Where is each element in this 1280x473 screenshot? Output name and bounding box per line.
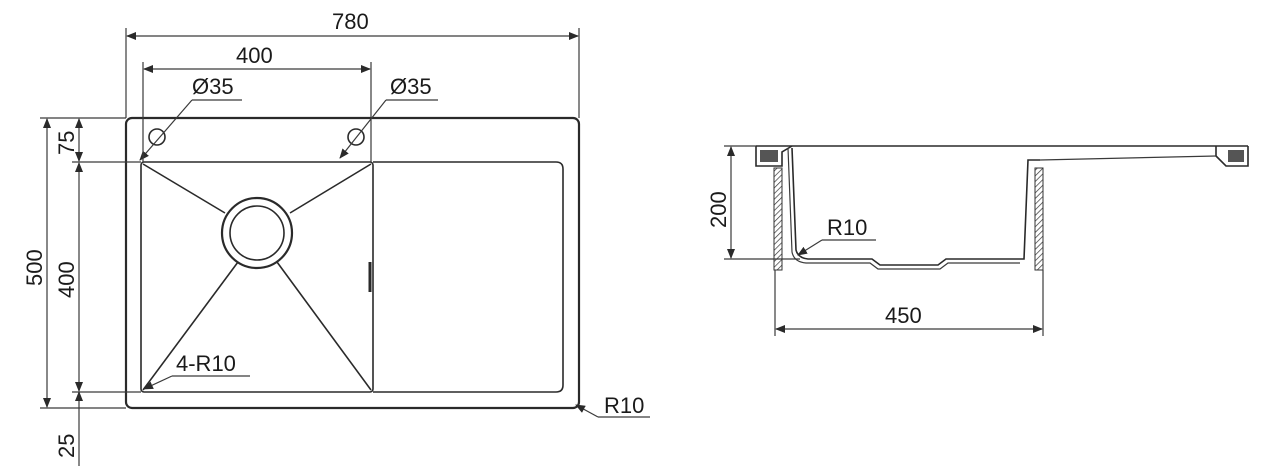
slope-line-bl xyxy=(142,261,239,391)
drainboard-slope xyxy=(1039,155,1217,161)
tap-hole-left-dia-label: Ø35 xyxy=(192,74,234,99)
overall-depth-label: 500 xyxy=(22,249,47,286)
tap-hole-right xyxy=(347,128,365,146)
cabinet-post-left xyxy=(773,167,783,271)
leader-tap-right xyxy=(339,99,387,159)
top-view: Ø35 Ø35 780 400 500 400 75 25 4-R10 xyxy=(22,9,650,466)
bowl-profile-inner xyxy=(787,147,1020,270)
tap-hole-left xyxy=(148,128,166,146)
bowl-outline xyxy=(140,161,374,393)
section-view: 200 R10 450 xyxy=(706,145,1249,336)
leader-bowl-radius xyxy=(143,375,173,390)
bowl-depth-label: 400 xyxy=(54,261,79,298)
sink-outline xyxy=(124,116,581,410)
back-margin-label: 75 xyxy=(54,131,79,155)
left-clip xyxy=(760,150,778,162)
front-margin-label: 25 xyxy=(54,434,79,458)
slope-line-br xyxy=(276,261,372,391)
bottom-radius-label: R10 xyxy=(827,215,867,240)
leader-tap-left xyxy=(139,99,193,161)
overall-width-label: 780 xyxy=(332,9,369,34)
left-rim-flange xyxy=(755,145,793,167)
outer-corner-radius-label: R10 xyxy=(604,393,644,418)
slope-line-tl xyxy=(142,163,226,214)
bowl-corner-radius-label: 4-R10 xyxy=(176,351,236,376)
drainboard-outline xyxy=(373,161,564,393)
cabinet-post-right xyxy=(1034,167,1044,271)
tap-spacing-label: 400 xyxy=(236,43,273,68)
leader-bottom-radius xyxy=(797,239,823,256)
slope-line-tr xyxy=(289,163,372,214)
tap-hole-right-dia-label: Ø35 xyxy=(390,74,432,99)
bowl-width-label: 450 xyxy=(885,303,922,328)
drain-inner xyxy=(229,205,285,261)
right-rim-flange xyxy=(1215,146,1249,167)
leader-outer-radius xyxy=(575,404,599,418)
right-clip xyxy=(1228,150,1244,162)
bowl-height-label: 200 xyxy=(706,191,731,228)
drain-outer xyxy=(220,196,294,270)
bowl-profile-outer xyxy=(791,147,1040,266)
